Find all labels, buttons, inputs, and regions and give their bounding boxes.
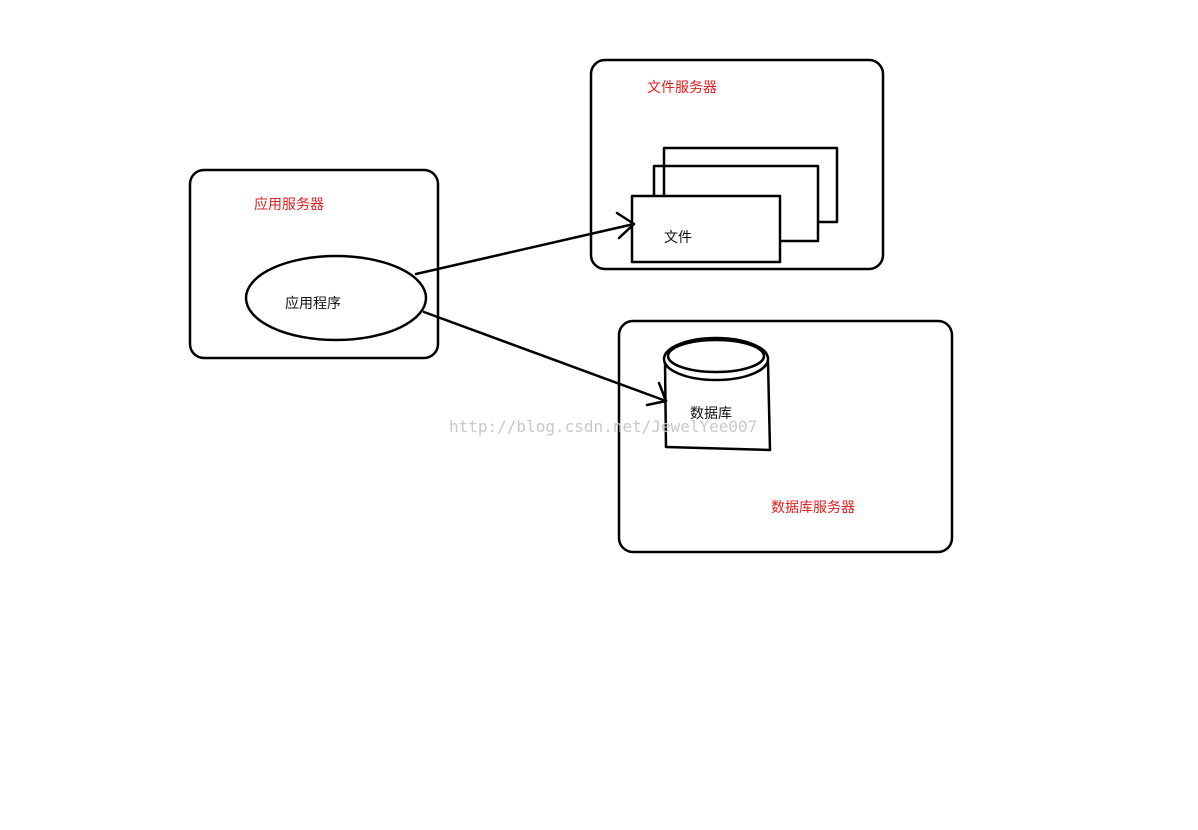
file-document [630,194,782,264]
app-program-label: 应用程序 [285,295,341,312]
file-stack-middle [652,164,820,243]
db-label: 数据库 [690,406,732,422]
db-server-box [617,319,954,554]
arrow-to-database [422,310,668,407]
file-server-node: 文件服务器 文件 [589,58,885,271]
app-server-label: 应用服务器 [254,196,324,213]
arrow-to-file [414,211,636,276]
file-stack-back [662,146,839,224]
watermark-text: http://blog.csdn.net/JewelYee007 [449,417,757,436]
file-label: 文件 [664,230,692,246]
app-server-node: 应用服务器 应用程序 [188,168,440,360]
db-server-label: 数据库服务器 [771,500,855,516]
file-server-box [589,58,885,271]
app-program-ellipse [244,254,428,342]
database-cylinder [662,336,772,452]
file-server-label: 文件服务器 [647,80,717,96]
db-server-node: 数据库服务器 数据库 [617,319,954,554]
app-server-box [188,168,440,360]
